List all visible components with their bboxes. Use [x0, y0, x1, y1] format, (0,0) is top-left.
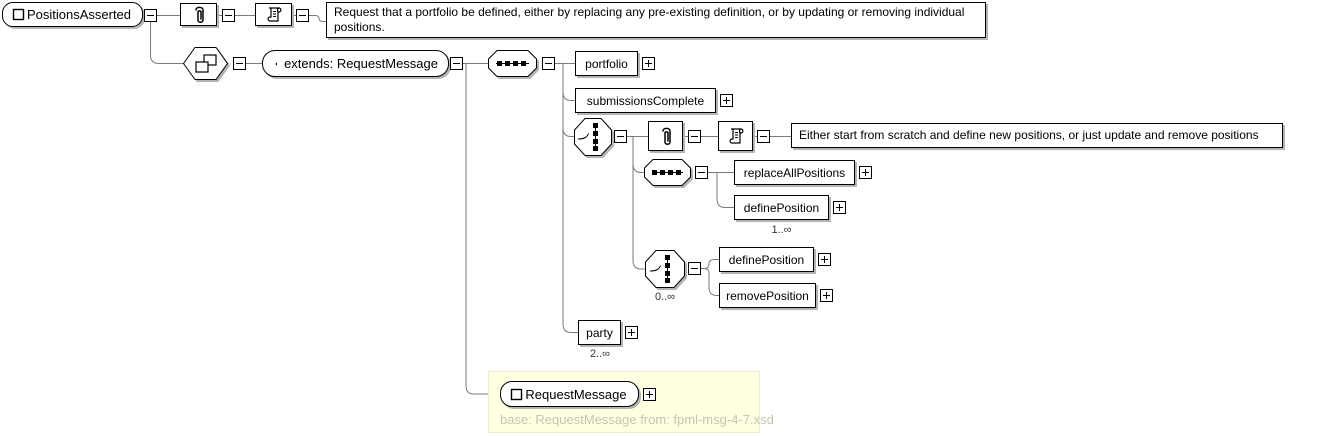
choice-documentation-text: Either start from scratch and define new… — [791, 123, 1283, 148]
element-label: party — [586, 325, 613, 340]
choice-compositor[interactable] — [574, 118, 612, 156]
documentation-node[interactable] — [255, 3, 292, 26]
element-party[interactable]: party — [578, 320, 621, 345]
expand-toggle[interactable] — [818, 253, 831, 266]
element-submissions-complete[interactable]: submissionsComplete — [575, 88, 716, 113]
base-type-note: base: RequestMessage from: fpml-msg-4-7.… — [500, 412, 774, 427]
extends-icon — [275, 61, 278, 66]
collapse-toggle[interactable] — [296, 9, 309, 22]
expand-toggle[interactable] — [820, 289, 833, 302]
collapse-toggle[interactable] — [614, 130, 627, 143]
paperclip-icon — [661, 127, 671, 145]
scroll-icon — [267, 7, 281, 22]
base-type-node[interactable]: RequestMessage — [500, 381, 639, 407]
collapse-toggle[interactable] — [222, 9, 235, 22]
occurrence-label: 2..∞ — [589, 348, 611, 360]
choice-icon — [645, 250, 685, 288]
root-documentation-text: Request that a portfolio be defined, eit… — [326, 2, 986, 38]
collapse-toggle[interactable] — [695, 166, 708, 179]
sequence-compositor[interactable] — [488, 50, 537, 77]
element-label: removePosition — [726, 288, 809, 303]
collapse-toggle[interactable] — [542, 57, 555, 70]
collapse-toggle[interactable] — [144, 9, 157, 22]
derived-type-icon — [183, 47, 229, 80]
choice-icon — [574, 118, 612, 156]
element-define-position[interactable]: definePosition — [719, 247, 814, 272]
root-element-label: PositionsAsserted — [26, 7, 132, 22]
sequence-icon — [488, 50, 537, 77]
element-remove-position[interactable]: removePosition — [719, 283, 816, 308]
element-replace-all-positions[interactable]: replaceAllPositions — [734, 160, 855, 185]
complex-content-node[interactable] — [183, 47, 229, 80]
root-element-node[interactable]: PositionsAsserted — [2, 2, 143, 27]
extension-node[interactable]: extends: RequestMessage — [262, 50, 449, 77]
annotation-node[interactable] — [648, 121, 683, 151]
expand-toggle[interactable] — [643, 388, 656, 401]
element-label: submissionsComplete — [586, 93, 705, 108]
expand-toggle[interactable] — [720, 94, 733, 107]
element-icon — [12, 8, 25, 21]
element-label: replaceAllPositions — [743, 165, 846, 180]
collapse-toggle[interactable] — [450, 57, 463, 70]
element-label: definePosition — [728, 252, 805, 267]
documentation-content: Request that a portfolio be defined, eit… — [334, 5, 965, 34]
occurrence-label: 1..∞ — [771, 224, 792, 236]
sequence-compositor[interactable] — [644, 159, 691, 186]
documentation-content: Either start from scratch and define new… — [799, 128, 1259, 142]
element-portfolio[interactable]: portfolio — [575, 51, 638, 76]
collapse-toggle[interactable] — [757, 130, 770, 143]
element-label: portfolio — [585, 56, 628, 71]
element-label: definePosition — [743, 200, 820, 215]
element-icon — [510, 388, 523, 400]
expand-toggle[interactable] — [625, 326, 638, 339]
scroll-icon — [729, 128, 743, 144]
expand-toggle[interactable] — [859, 166, 872, 179]
element-define-position[interactable]: definePosition — [734, 195, 829, 220]
choice-compositor[interactable] — [645, 250, 685, 288]
extension-label: extends: RequestMessage — [284, 56, 438, 71]
annotation-node[interactable] — [180, 3, 217, 26]
sequence-icon — [644, 159, 691, 186]
paperclip-icon — [194, 6, 204, 23]
documentation-node[interactable] — [718, 121, 753, 151]
expand-toggle[interactable] — [833, 201, 846, 214]
collapse-toggle[interactable] — [233, 57, 246, 70]
collapse-toggle[interactable] — [688, 262, 701, 275]
base-type-label: RequestMessage — [525, 386, 627, 402]
collapse-toggle[interactable] — [688, 130, 701, 143]
occurrence-label: 0..∞ — [654, 291, 676, 303]
expand-toggle[interactable] — [642, 57, 655, 70]
